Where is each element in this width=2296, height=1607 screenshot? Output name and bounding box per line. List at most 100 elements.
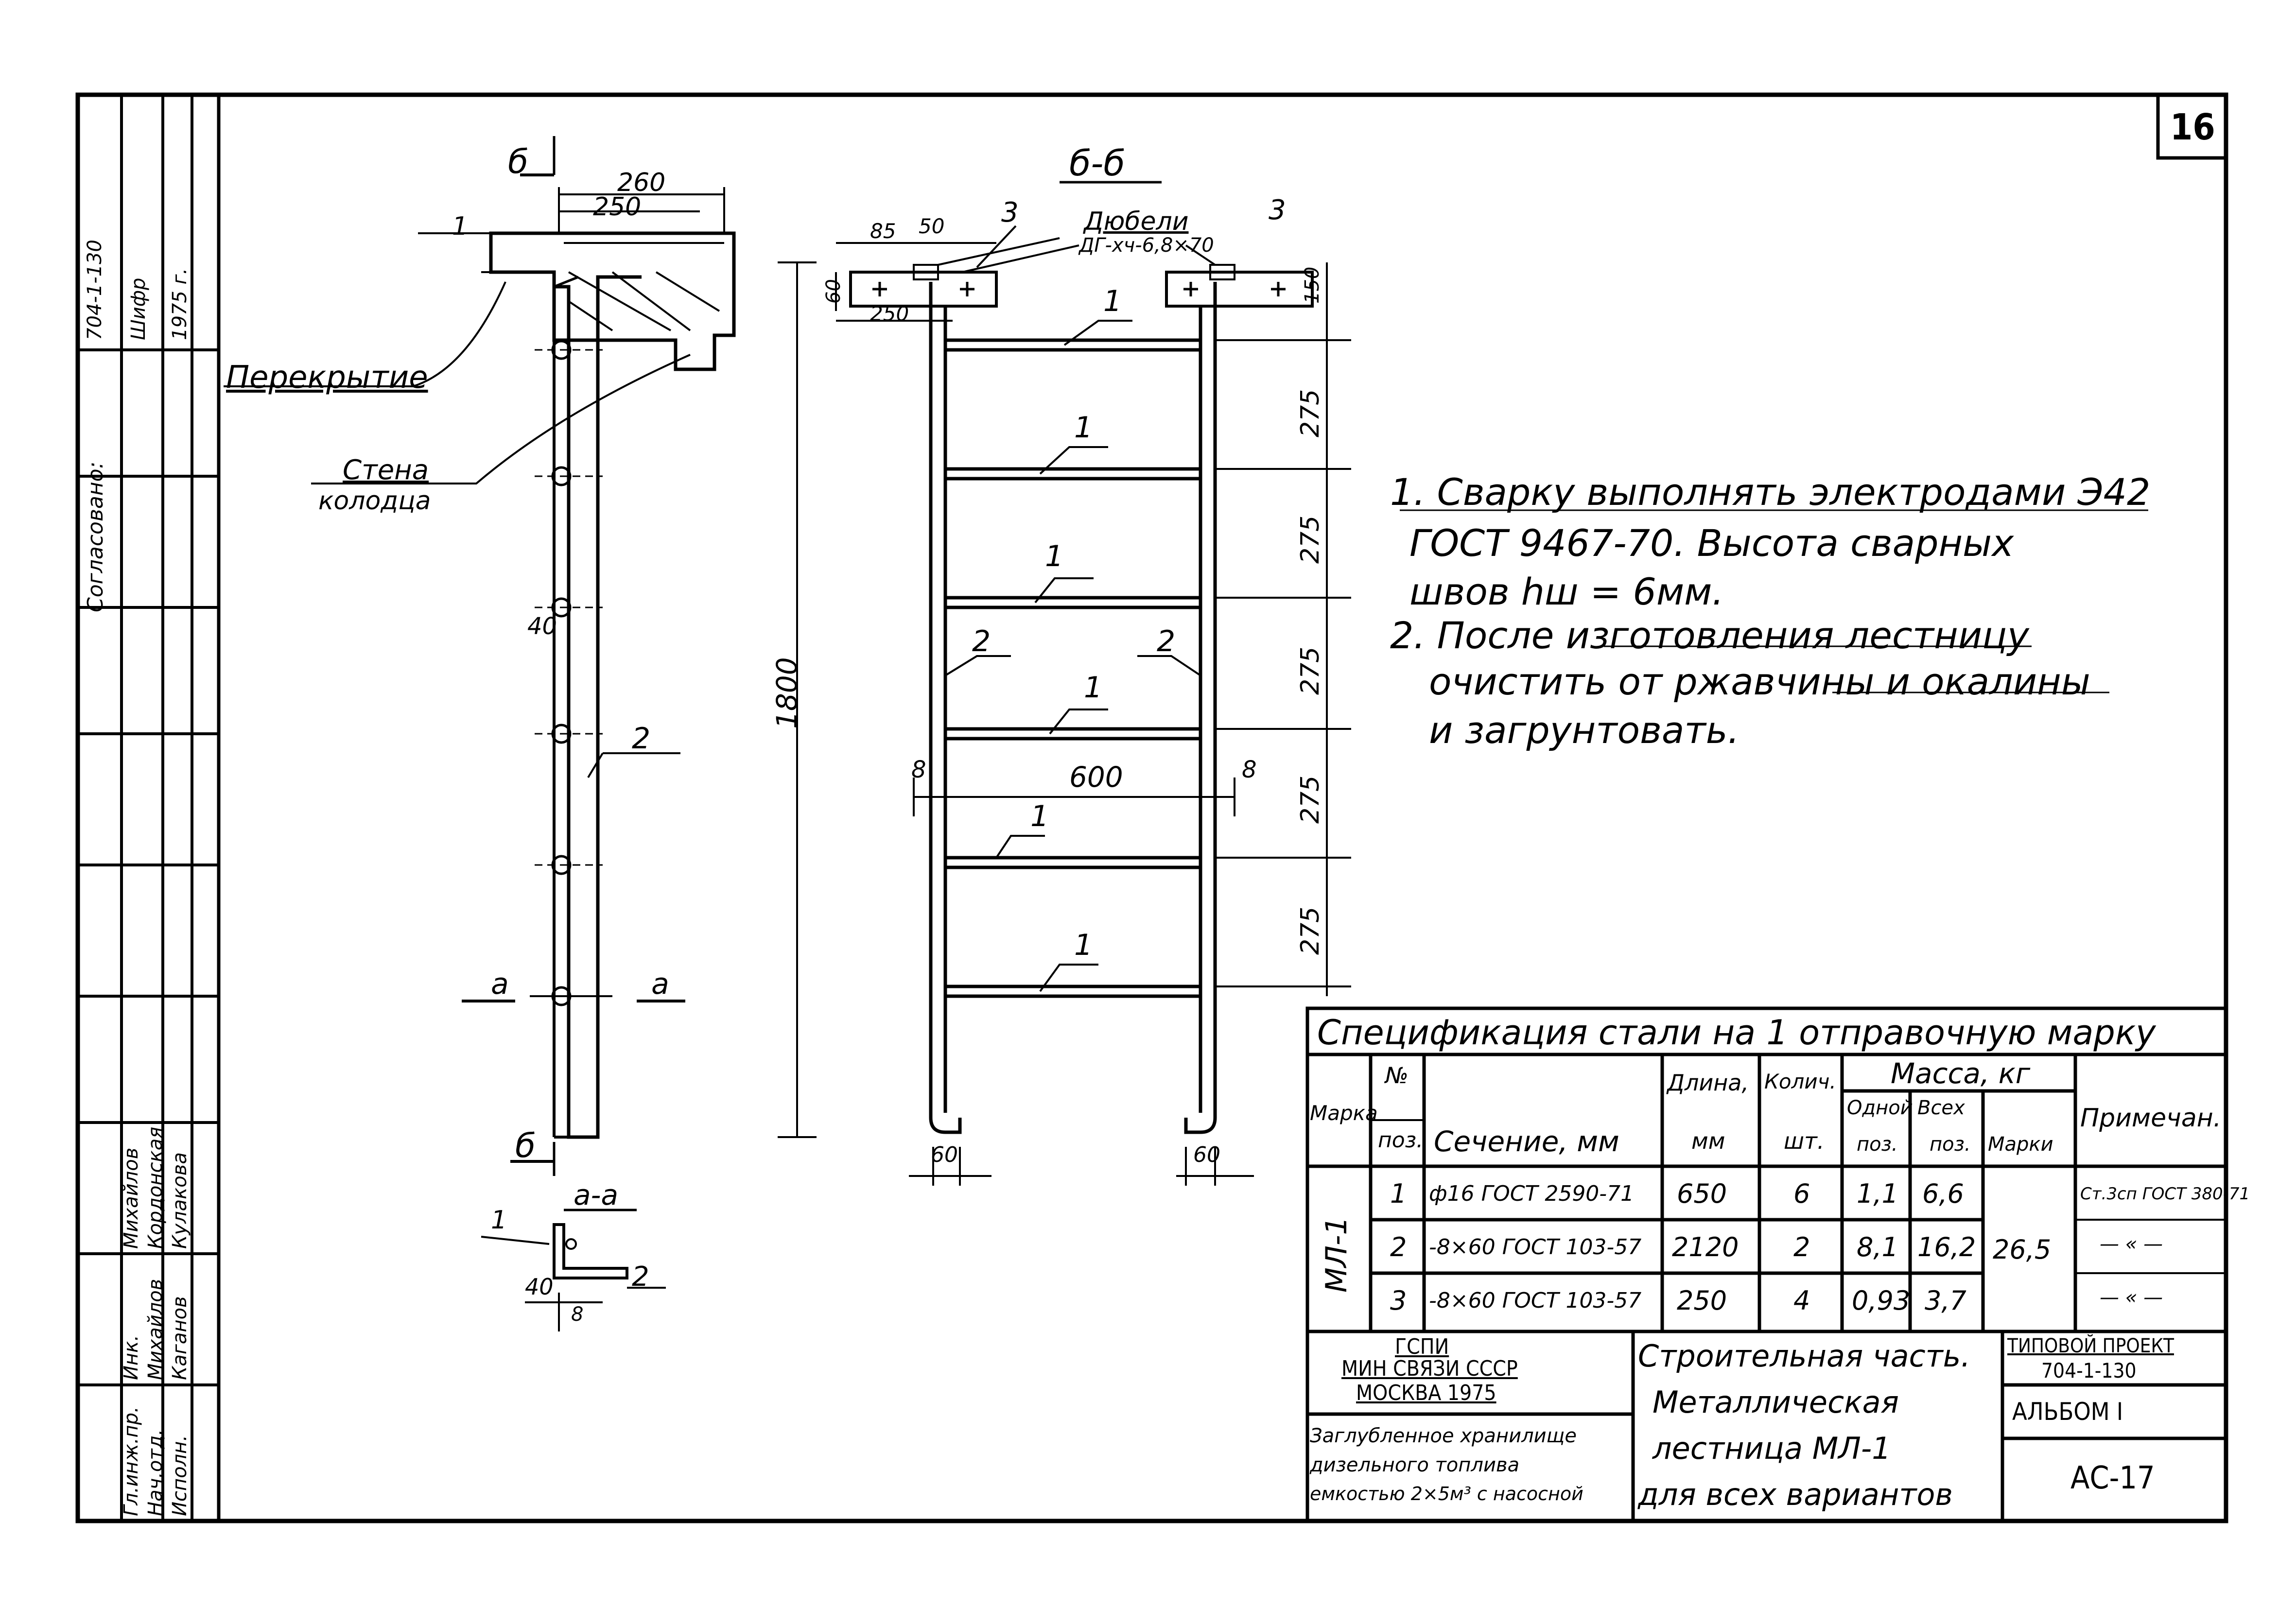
spec-header-mass-one: Одной: [1847, 1097, 1913, 1119]
detail-aa-dim-40: 40: [525, 1274, 554, 1300]
stamp-role-3: Исполн.: [169, 1435, 191, 1516]
pos-2-side: 2: [632, 722, 651, 756]
pos-2-left: 2: [972, 624, 991, 658]
spec-header-length: Длина,: [1667, 1070, 1749, 1096]
spec-header-qty: Колич.: [1764, 1070, 1836, 1093]
org-name-2: МИН СВЯЗИ СССР: [1341, 1356, 1518, 1381]
spec-header-mass: Масса, кг: [1891, 1057, 2031, 1090]
stamp-signer-1: Михайлов: [120, 1147, 142, 1249]
spec-row-1-length: 650: [1677, 1178, 1727, 1209]
stamp-project-number: 704-1-130: [84, 239, 106, 340]
ladder-stringer-side: [554, 275, 642, 1139]
ladder-stringer-left: [929, 282, 962, 1134]
drawing-title-4: для всех вариантов: [1638, 1477, 1953, 1512]
spec-row-2-pos: 2: [1390, 1232, 1407, 1262]
spec-row-3-all: 3,7: [1925, 1285, 1966, 1316]
rung-label-4: 1: [1084, 671, 1103, 705]
spec-row-3-length: 250: [1677, 1285, 1727, 1316]
spec-row-3-pos: 3: [1390, 1285, 1407, 1316]
sheet-number: 16: [2170, 106, 2215, 148]
section-mark-bottom: б: [515, 1127, 536, 1165]
sheet-number-box: [2156, 93, 2228, 160]
ladder-stringer-right: [1184, 282, 1217, 1134]
detail-aa-dim-8: 8: [571, 1303, 584, 1326]
ladder-rungs: [945, 338, 1200, 998]
drawing-title-3: лестница МЛ-1: [1652, 1431, 1891, 1466]
spec-header-note: Примечан.: [2080, 1104, 2222, 1133]
note-line-4: 2. После изготовления лестницу: [1390, 614, 2029, 657]
spec-row-2-note: — « —: [2100, 1233, 2163, 1255]
cut-a-left: a: [491, 967, 509, 1001]
dim-8-left: 8: [911, 756, 926, 783]
spec-header-qty-unit: шт.: [1784, 1128, 1825, 1154]
spec-row-1-note: Ст.3сп ГОСТ 380-71: [2080, 1184, 2250, 1204]
note-line-1: 1. Сварку выполнять электродами Э42: [1390, 470, 2151, 514]
spec-mark-total: 26,5: [1993, 1234, 2052, 1265]
spec-row-3-one: 0,93: [1852, 1285, 1911, 1316]
org-name-3: МОСКВА 1975: [1356, 1381, 1496, 1405]
spec-header-pos: поз.: [1378, 1128, 1424, 1153]
section-bb-title: б-б: [1069, 143, 1125, 184]
dim-60-bottom-left: 60: [931, 1142, 958, 1167]
spec-row-1-qty: 6: [1793, 1178, 1810, 1209]
object-name-2: дизельного топлива: [1310, 1454, 1520, 1476]
note-line-5: очистить от ржавчины и окалины: [1429, 660, 2090, 703]
note-line-3: швов hш = 6мм.: [1409, 570, 1724, 613]
rung-label-6: 1: [1074, 928, 1093, 962]
detail-aa-title: a-a: [574, 1178, 619, 1211]
drawing-title-2: Металлическая: [1652, 1384, 1899, 1420]
stamp-role-2: Нач.отд.: [144, 1429, 167, 1516]
dowels-title: Дюбели: [1084, 207, 1189, 236]
dim-260: 260: [617, 168, 666, 197]
spec-row-3-qty: 4: [1793, 1285, 1810, 1316]
step-dim-3: 275: [1296, 646, 1325, 695]
spec-row-2-length: 2120: [1672, 1232, 1739, 1262]
anchor-plate-right: [1165, 271, 1314, 308]
pos-2-right: 2: [1157, 624, 1176, 658]
stamp-role-1: Гл.инж.пр.: [120, 1406, 142, 1516]
spec-header-mark: Марка: [1310, 1101, 1378, 1125]
project-number: 704-1-130: [2041, 1359, 2137, 1382]
spec-table-grid: [1305, 1006, 2228, 1523]
spec-row-2-all: 16,2: [1917, 1232, 1976, 1262]
dim-60: 60: [822, 279, 845, 304]
drawing-title-1: Строительная часть.: [1638, 1338, 1971, 1374]
stamp-signer-2: Кордонская: [144, 1126, 167, 1249]
object-name-1: Заглубленное хранилище: [1310, 1425, 1577, 1447]
step-dim-1: 275: [1296, 389, 1325, 437]
dim-50: 50: [919, 214, 945, 238]
dim-85: 85: [870, 219, 896, 243]
dim-600: 600: [1069, 760, 1123, 794]
rung-label-1: 1: [1103, 284, 1122, 318]
cut-a-right: a: [651, 967, 669, 1001]
dim-250-top: 250: [870, 302, 909, 326]
pos-3-left: 3: [1001, 197, 1019, 228]
spec-header-length-unit: мм: [1691, 1128, 1725, 1154]
project-label: ТИПОВОЙ ПРОЕКТ: [2007, 1335, 2174, 1357]
object-name-3: емкостью 2×5м³ с насосной: [1310, 1483, 1583, 1504]
label-slab: Перекрытие: [226, 360, 428, 396]
rung-label-5: 1: [1030, 799, 1049, 833]
spec-mark: МЛ-1: [1320, 1216, 1354, 1293]
spec-header-mass-one-sub: поз.: [1857, 1133, 1898, 1156]
spec-row-2-one: 8,1: [1857, 1232, 1898, 1262]
dim-40: 40: [527, 613, 557, 640]
spec-table-title: Спецификация стали на 1 отправочную марк…: [1317, 1013, 2156, 1053]
spec-header-mass-all: Всех: [1917, 1097, 1965, 1119]
detail-aa-section: [553, 1223, 628, 1279]
dim-8-right: 8: [1242, 756, 1257, 783]
mark-1: 1: [452, 212, 469, 241]
detail-aa-pos-1: 1: [491, 1206, 507, 1235]
spec-row-1-section: ф16 ГОСТ 2590-71: [1429, 1181, 1635, 1206]
spec-row-1-one: 1,1: [1857, 1178, 1898, 1209]
sheet-code: АС-17: [2070, 1460, 2155, 1496]
spec-row-1-pos: 1: [1390, 1178, 1407, 1209]
dowels-spec: ДГ-хч-6,8×70: [1079, 234, 1214, 257]
pos-3-right: 3: [1269, 194, 1286, 226]
anchor-plate-left: [849, 271, 998, 308]
spec-row-3-section: -8×60 ГОСТ 103-57: [1429, 1288, 1642, 1313]
stamp-name-3: Каганов: [169, 1296, 191, 1380]
label-wall: Стена: [343, 454, 429, 486]
